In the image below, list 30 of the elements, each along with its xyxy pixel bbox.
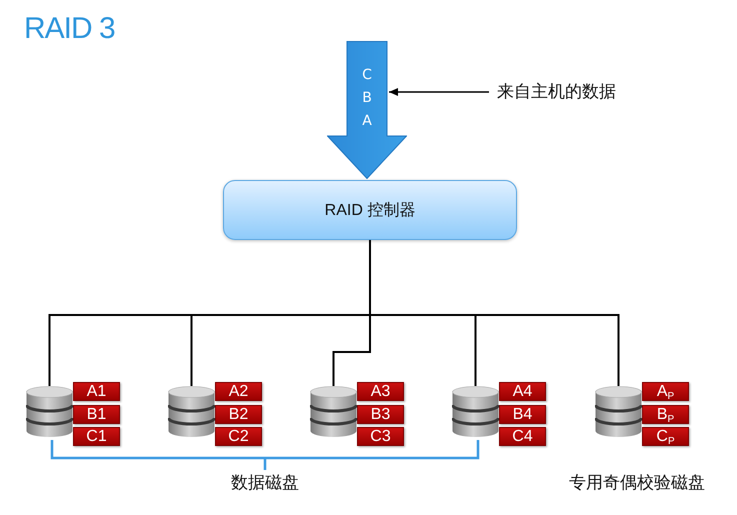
disk-stack-icon <box>310 386 357 438</box>
stripe-block: C4 <box>499 427 546 446</box>
stripe-block: B4 <box>499 405 546 424</box>
arrow-letter: B <box>362 89 372 108</box>
leader-arrow <box>389 88 489 96</box>
stripe-block: B$_{P}$ <box>642 405 689 424</box>
title: RAID 3 <box>24 11 115 47</box>
connector-line <box>369 240 620 386</box>
stripe-block: A1 <box>73 382 120 401</box>
stripe-block: C2 <box>215 427 262 446</box>
source-label: 来自主机的数据 <box>497 80 639 104</box>
stripe-block: A4 <box>499 382 546 401</box>
disk-stack-icon <box>26 386 73 438</box>
controller-box: RAID 控制器 <box>223 180 517 240</box>
stripe-block: A$_{P}$ <box>642 382 689 401</box>
stripe-block: C3 <box>357 427 404 446</box>
disk-stack-icon <box>595 386 642 438</box>
disk-caption: 专用奇偶校验磁盘 <box>568 472 706 494</box>
disk-stack-icon <box>452 386 499 438</box>
disk-stack-icon <box>168 386 215 438</box>
stripe-block: B1 <box>73 405 120 424</box>
stripe-block: C$_{P}$ <box>642 427 689 446</box>
arrow-letter: A <box>362 112 372 131</box>
stripe-block: A3 <box>357 382 404 401</box>
bracket-label: 数据磁盘 <box>230 472 300 494</box>
stripe-block: B2 <box>215 405 262 424</box>
stripe-block: C1 <box>73 427 120 446</box>
stripe-block: B3 <box>357 405 404 424</box>
arrow-letter: C <box>362 66 372 85</box>
stripe-block: A2 <box>215 382 262 401</box>
